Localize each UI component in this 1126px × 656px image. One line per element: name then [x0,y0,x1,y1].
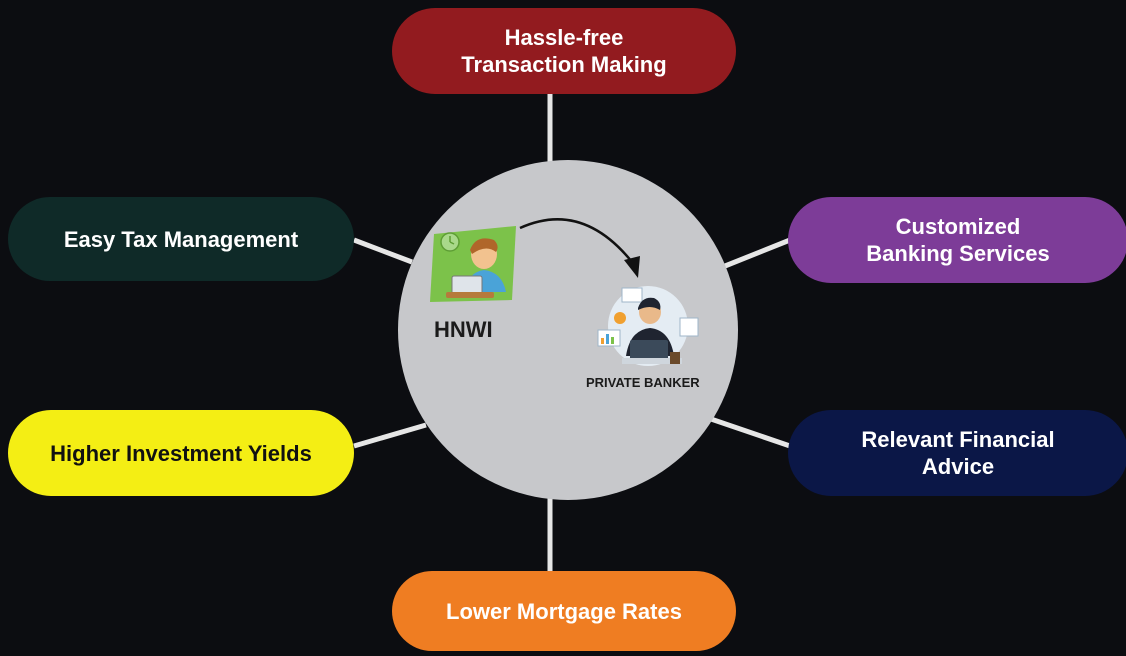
node-label: Higher Investment Yields [50,440,312,466]
private-banker-label: PRIVATE BANKER [586,375,700,390]
person-at-laptop-icon [430,226,516,302]
node-relevant-financial-advice: Relevant Financial Advice [788,410,1126,496]
node-label: Easy Tax Management [63,226,299,252]
connector-right-top [719,237,791,271]
node-label: Relevant Financial Advice [861,427,1055,479]
node-customized-banking: Customized Banking Services [788,197,1126,283]
hnwi-label: HNWI [434,317,493,342]
node-label: Customized Banking Services [866,214,1050,266]
connector-left-bottom [353,422,427,449]
node-lower-mortgage-rates: Lower Mortgage Rates [392,571,736,651]
curved-arrow-icon [519,218,640,278]
connector-left-top [353,237,413,265]
node-label: Hassle-free Transaction Making [461,25,667,77]
node-higher-investment-yields: Higher Investment Yields [8,410,354,496]
node-hassle-free-transaction: Hassle-free Transaction Making [392,8,736,94]
node-label: Lower Mortgage Rates [446,598,682,624]
node-easy-tax-management: Easy Tax Management [8,197,354,281]
connector-right-bottom [707,415,791,449]
banker-at-desk-icon [597,286,699,366]
